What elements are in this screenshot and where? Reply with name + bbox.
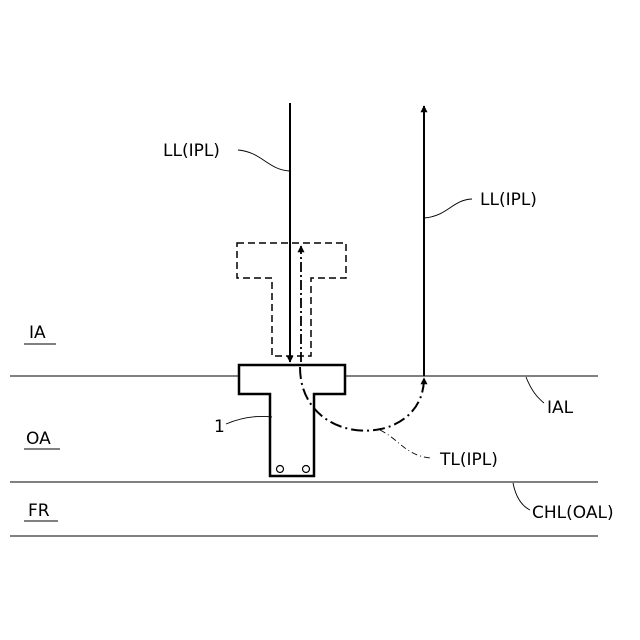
zone-oa-label: OA xyxy=(26,429,51,449)
part-hole-left xyxy=(277,466,284,473)
zone-fr-label: FR xyxy=(28,501,50,521)
tl-label: TL(IPL) xyxy=(439,450,498,470)
part-number-label: 1 xyxy=(214,417,225,437)
zone-ia-label: IA xyxy=(29,323,46,343)
chl-leader xyxy=(513,483,530,510)
ial-label: IAL xyxy=(547,398,574,418)
ll-right-leader xyxy=(424,199,472,218)
ll-left-leader xyxy=(238,150,290,171)
tl-leader xyxy=(380,430,430,458)
part-hole-right xyxy=(303,466,310,473)
chl-label: CHL(OAL) xyxy=(532,503,614,523)
ll-left-label: LL(IPL) xyxy=(163,141,220,161)
part-leader xyxy=(226,416,272,424)
t-part xyxy=(239,365,345,476)
ll-right-label: LL(IPL) xyxy=(480,190,537,210)
ial-leader xyxy=(526,377,544,403)
dashed-t-outline xyxy=(237,243,346,356)
